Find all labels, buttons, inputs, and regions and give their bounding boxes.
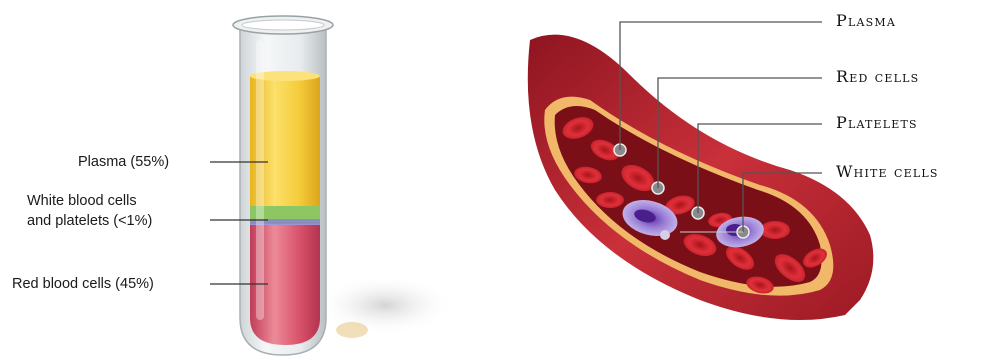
red-cell <box>596 192 624 208</box>
test-tube-shadow <box>315 275 455 335</box>
platelet <box>660 230 670 240</box>
red-tube-label: Red blood cells (45%) <box>12 274 154 294</box>
red-cells-vessel-label: Red Cells <box>836 67 919 86</box>
buffy-tube-label-line2: and platelets (<1%) <box>27 211 152 231</box>
platelets-vessel-label: Platelets <box>836 113 918 132</box>
test-tube <box>233 16 455 355</box>
red-cell <box>760 221 790 239</box>
buffy-tube-label-line1: White blood cells <box>27 191 137 211</box>
plasma-tube-label: Plasma (55%) <box>78 152 169 172</box>
plasma-vessel-label: Plasma <box>836 11 896 30</box>
white-cells-vessel-label: White Cells <box>836 162 939 181</box>
